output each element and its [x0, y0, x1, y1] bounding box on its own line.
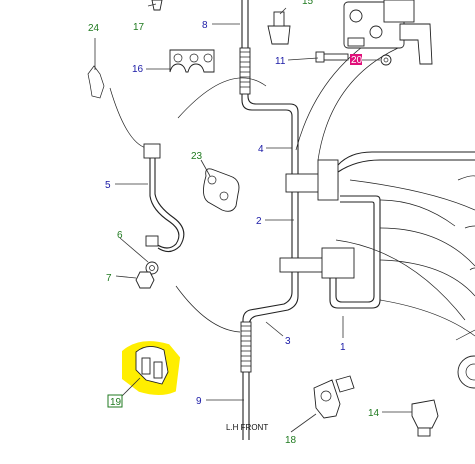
bolt-part-11: [315, 51, 349, 63]
callout-label-8: 8: [202, 20, 208, 31]
clip-part-17: [151, 0, 163, 11]
brake-pipe-part-5: [143, 143, 185, 253]
tag-background-20: [350, 54, 362, 65]
callout-label-17: 17: [133, 22, 145, 33]
callout-label-24: 24: [88, 23, 100, 34]
axle-contour-lines: [109, 21, 475, 337]
callout-label-19: 19: [110, 397, 122, 408]
tag-box-19: [107, 394, 123, 408]
callout-label-15: 15: [302, 0, 314, 7]
callout-label-6: 6: [117, 230, 123, 241]
callout-label-1: 1: [340, 342, 346, 353]
callout-label-20: 20: [351, 55, 363, 66]
diagram-caption: L.H FRONT: [226, 423, 268, 432]
callout-label-23: 23: [191, 151, 203, 162]
callout-label-16: 16: [132, 64, 144, 75]
callout-label-2: 2: [256, 216, 262, 227]
callout-label-14: 14: [368, 408, 380, 419]
frame-bracket: [279, 151, 475, 309]
clip-part-18: [313, 375, 355, 419]
callout-label-9: 9: [196, 396, 202, 407]
callout-label-18: 18: [285, 435, 297, 446]
clip-part-14: [411, 399, 439, 437]
leader-lines: [94, 3, 412, 433]
callout-label-3: 3: [285, 336, 291, 347]
callout-label-4: 4: [258, 144, 264, 155]
callout-label-5: 5: [105, 180, 111, 191]
brake-pipe-main: [239, 0, 299, 440]
callout-label-11: 11: [275, 56, 286, 67]
brake-disc-fragment: [455, 329, 475, 389]
bleed-valve-part-15: [267, 11, 291, 45]
pressure-valve-assembly: [343, 0, 433, 66]
washer-part-6: [145, 261, 159, 275]
grommet-part-23: [203, 168, 240, 212]
nut-part-7: [135, 271, 155, 289]
pipe-clip-part-16: [169, 49, 215, 73]
callout-label-7: 7: [106, 273, 112, 284]
spring-clip-part-24: [87, 65, 105, 99]
